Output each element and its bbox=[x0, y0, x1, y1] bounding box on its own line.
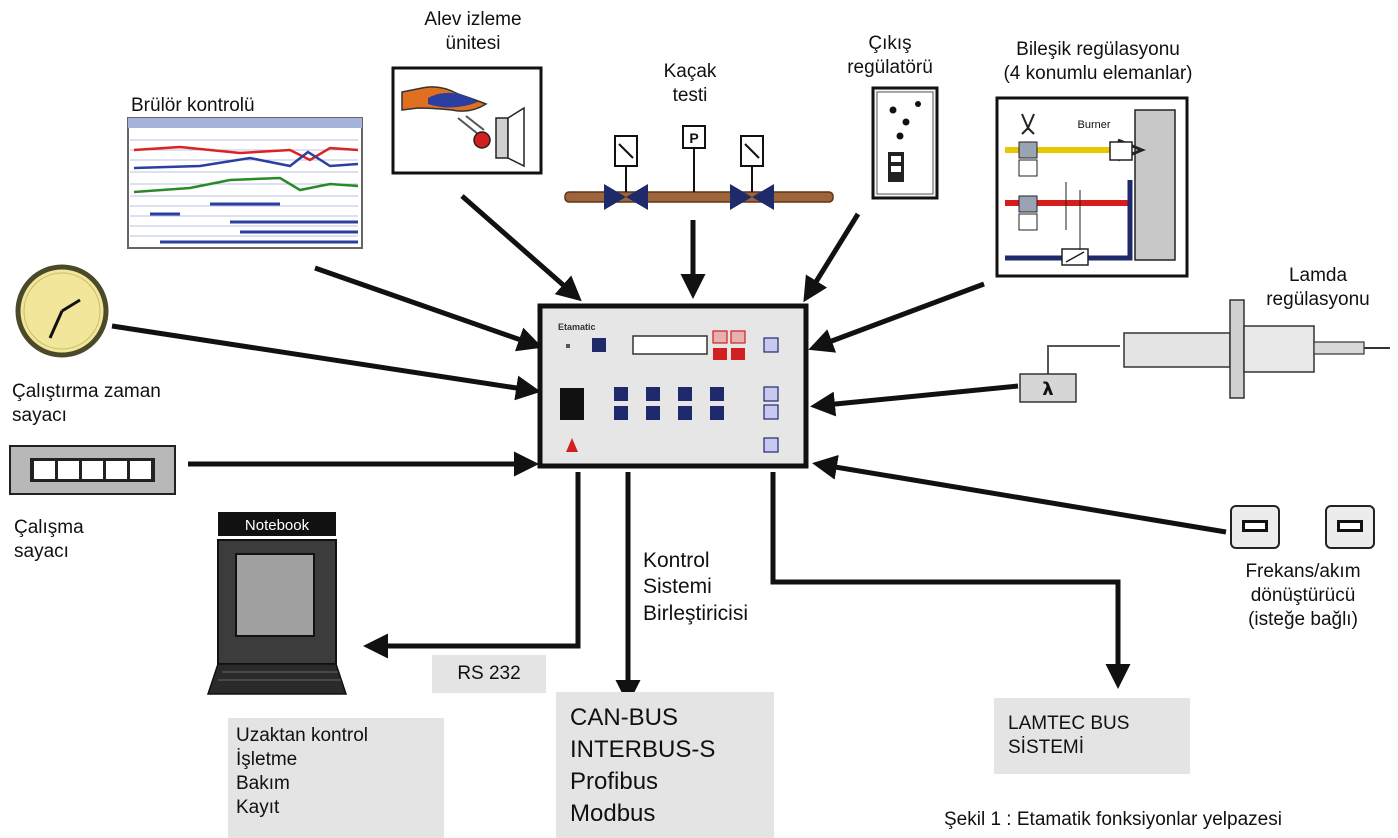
arrow-lamtec bbox=[770, 472, 1131, 689]
flame-monitor-unit bbox=[391, 66, 543, 175]
burner-label: Burner bbox=[1077, 119, 1110, 131]
notebook-computer bbox=[206, 512, 348, 695]
arrow-compound-regulation bbox=[808, 281, 985, 353]
lambda-probe bbox=[1019, 299, 1390, 403]
operation-counter-display bbox=[9, 445, 176, 495]
rs232-box: RS 232 bbox=[432, 655, 546, 693]
compound-regulation-diagram bbox=[995, 96, 1189, 278]
freq-converters bbox=[1230, 505, 1375, 549]
figure-caption: Şekil 1 : Etamatik fonksiyonlar yelpazes… bbox=[944, 809, 1282, 830]
pressure-symbol: P bbox=[689, 130, 698, 146]
label-compound-regulation: Bileşik regülasyonu(4 konumlu elemanlar) bbox=[1003, 39, 1193, 84]
arrow-rs232 bbox=[363, 472, 581, 659]
arrow-burner-control bbox=[314, 265, 543, 352]
runtime-counter-clock bbox=[15, 264, 109, 358]
label-burner-control: Brülör kontrolü bbox=[131, 95, 255, 116]
arrow-flame-monitor bbox=[460, 194, 582, 302]
device-brand-label: Etamatic bbox=[558, 322, 596, 332]
leak-test-valves bbox=[564, 125, 834, 210]
arrow-output-regulator bbox=[803, 212, 861, 303]
notebook-label: Notebook bbox=[245, 517, 310, 534]
burner-control-chart bbox=[127, 117, 363, 249]
connection-arrows bbox=[111, 194, 1227, 705]
lambda-symbol: λ bbox=[1042, 379, 1053, 400]
arrow-lambda bbox=[810, 383, 1019, 417]
arrow-freq-converter bbox=[812, 454, 1227, 535]
etamatic-control-unit bbox=[537, 303, 809, 469]
arrow-runtime-counter bbox=[111, 323, 541, 401]
output-regulator-device bbox=[871, 86, 939, 200]
